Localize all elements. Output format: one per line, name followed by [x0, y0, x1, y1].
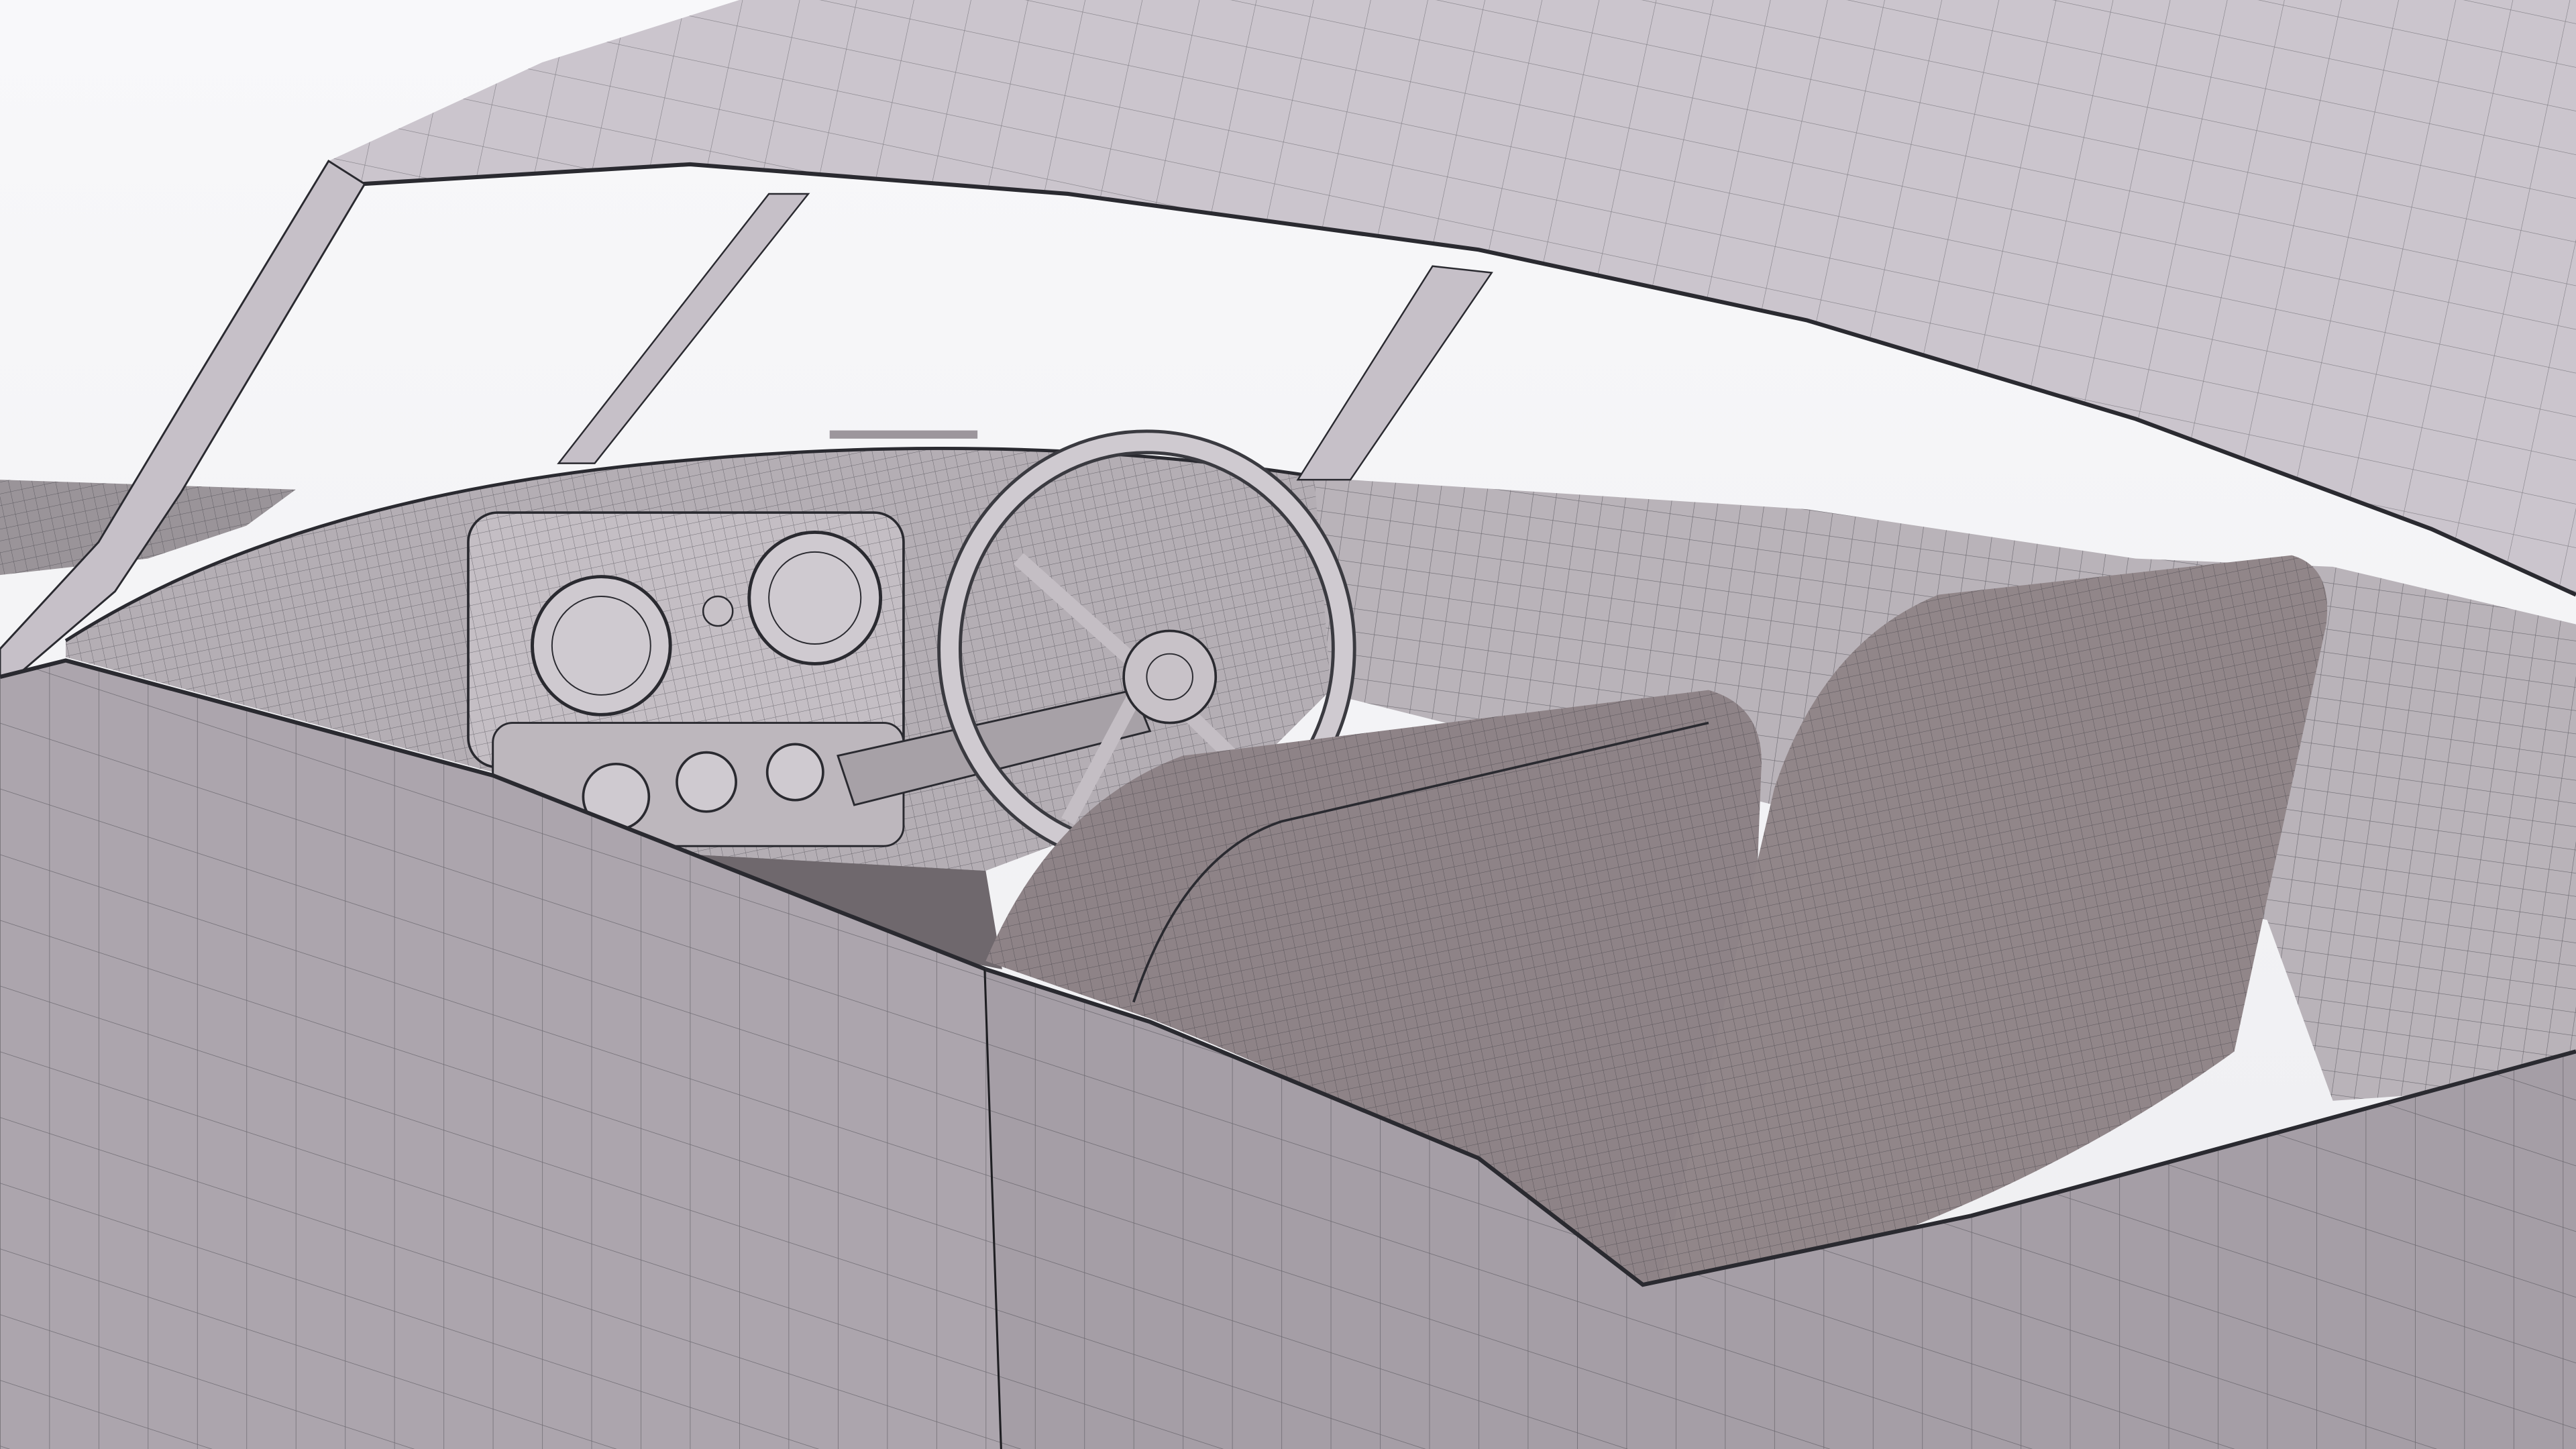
- right-seat: [1659, 555, 2328, 1285]
- a-pillar-right: [1296, 265, 1493, 481]
- front-fender-panel: [0, 658, 1004, 1449]
- door-panel: [985, 967, 2576, 1449]
- small-gauge: [765, 743, 824, 802]
- windshield-frame: [0, 159, 1493, 692]
- wiper: [829, 430, 978, 439]
- a-pillar-left: [557, 193, 810, 464]
- left-seat: [985, 690, 1762, 1285]
- knob: [702, 595, 734, 627]
- speedometer-gauge: [531, 575, 672, 716]
- steering-column: [837, 688, 1152, 806]
- small-gauge: [676, 751, 737, 813]
- roof: [328, 0, 2576, 597]
- steering-hub: [1122, 629, 1218, 724]
